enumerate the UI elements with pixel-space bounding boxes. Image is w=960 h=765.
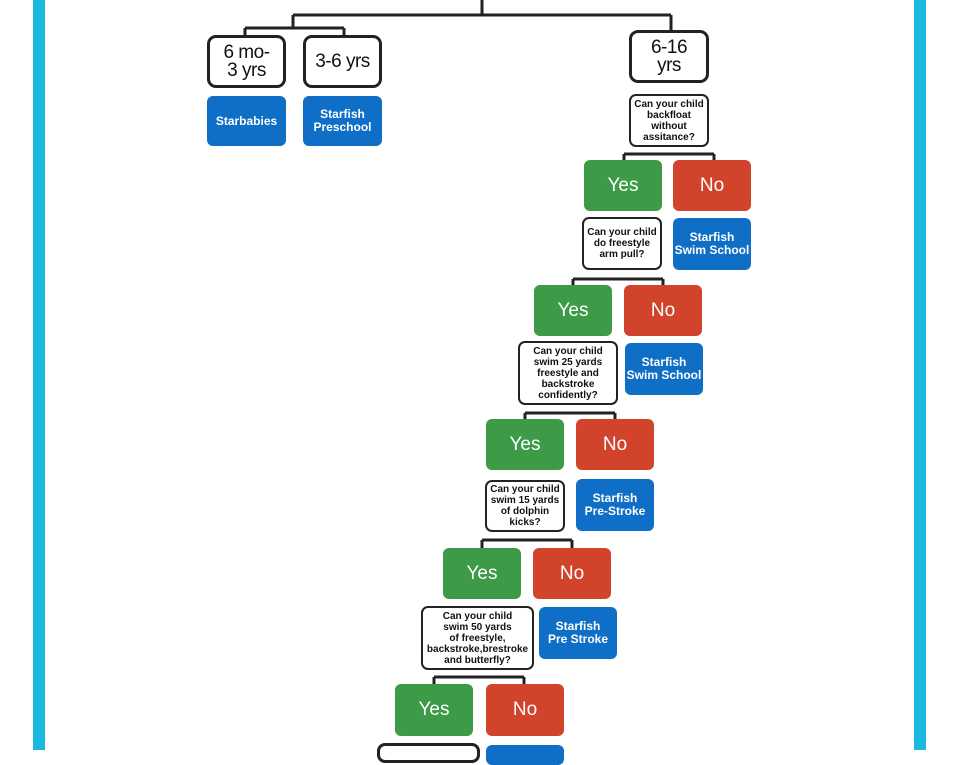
question-swim-50-yards: Can your child swim 50 yards of freestyl… [421,606,534,670]
right-frame-border [914,0,926,750]
answer-no-2: No [624,285,702,336]
answer-yes-3: Yes [486,419,564,470]
answer-yes-5: Yes [395,684,473,736]
age-box-6mo-3yrs: 6 mo- 3 yrs [207,35,286,88]
program-pre-stroke-2: Starfish Pre Stroke [539,607,617,659]
next-program-box-partial [486,745,564,765]
program-starbabies: Starbabies [207,96,286,146]
next-question-box-partial [377,743,480,763]
program-starfish-preschool: Starfish Preschool [303,96,382,146]
answer-no-5: No [486,684,564,736]
answer-no-4: No [533,548,611,599]
left-frame-border [33,0,45,750]
question-freestyle-arm-pull: Can your child do freestyle arm pull? [582,217,662,270]
program-pre-stroke-1: Starfish Pre-Stroke [576,479,654,531]
question-swim-25-yards: Can your child swim 25 yards freestyle a… [518,341,618,405]
answer-yes-4: Yes [443,548,521,599]
question-backfloat: Can your child backfloat without assitan… [629,94,709,147]
program-swim-school-2: Starfish Swim School [625,343,703,395]
answer-no-1: No [673,160,751,211]
age-box-3-6yrs: 3-6 yrs [303,35,382,88]
question-dolphin-kicks: Can your child swim 15 yards of dolphin … [485,480,565,532]
program-swim-school-1: Starfish Swim School [673,218,751,270]
answer-yes-2: Yes [534,285,612,336]
answer-yes-1: Yes [584,160,662,211]
age-box-6-16yrs: 6-16 yrs [629,30,709,83]
answer-no-3: No [576,419,654,470]
